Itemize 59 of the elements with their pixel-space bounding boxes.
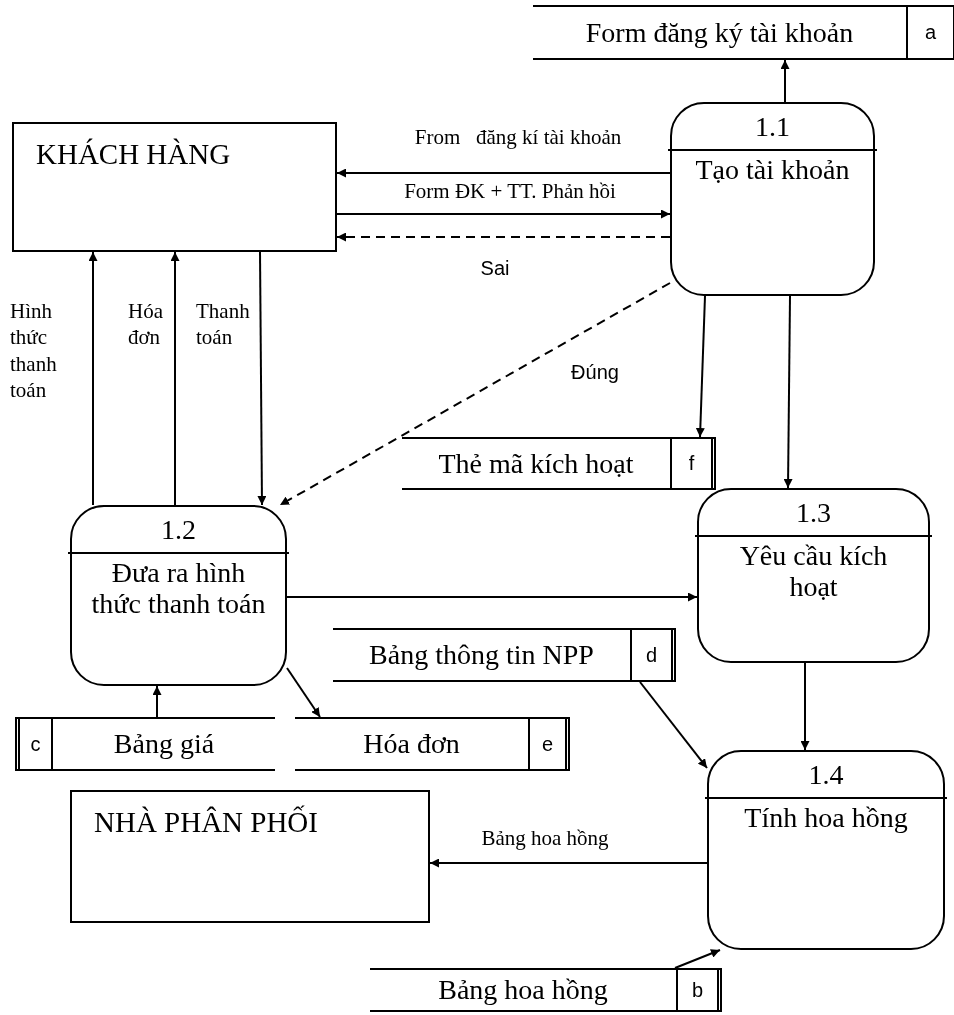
process-number: 1.4: [705, 752, 947, 799]
arrow: [336, 232, 671, 242]
data-store: [295, 717, 570, 771]
arrow: [257, 251, 267, 506]
arrow: [152, 685, 162, 718]
edge-label: Đúng: [570, 360, 620, 385]
data-store: [370, 968, 722, 1012]
arrow: [336, 168, 671, 178]
store-id: e: [528, 719, 570, 769]
process-number: 1.1: [668, 104, 877, 151]
data-store: [402, 437, 716, 490]
edge-label: Hóa đơn: [128, 298, 164, 351]
external-entity-box: [12, 122, 337, 252]
arrow: [279, 282, 671, 506]
store-id: c: [15, 719, 53, 769]
edge-label: Sai: [479, 256, 511, 281]
arrow: [286, 592, 698, 602]
store-name: Bảng thông tin NPP: [368, 638, 595, 672]
edge-label: Form ĐK + TT. Phản hồi: [403, 178, 617, 205]
arrow: [783, 295, 793, 489]
process-box: [697, 488, 930, 663]
data-store: [333, 628, 676, 682]
store-name: Bảng hoa hồng: [437, 973, 609, 1007]
process-name: Yêu cầu kích hoạt: [738, 538, 889, 603]
store-id: d: [630, 630, 676, 680]
store-id: a: [906, 7, 954, 58]
data-store: [15, 717, 275, 771]
edge-label: From đăng kí tài khoản: [413, 124, 623, 151]
process-number: 1.2: [68, 507, 289, 554]
arrow: [88, 251, 98, 506]
arrow: [695, 295, 706, 438]
process-name: Tính hoa hồng: [743, 800, 909, 834]
arrow: [674, 949, 721, 969]
process-box: [707, 750, 945, 950]
process-box: [670, 102, 875, 296]
process-number: 1.3: [695, 490, 932, 537]
arrow: [780, 59, 790, 103]
arrow: [429, 858, 708, 868]
store-name: Form đăng ký tài khoản: [584, 15, 855, 50]
store-id: f: [670, 439, 716, 488]
edge-label: Thanh toán: [196, 298, 251, 351]
external-entity-box: [70, 790, 430, 923]
arrow: [639, 681, 708, 769]
arrow: [170, 251, 180, 506]
process-name: Tạo tài khoản: [694, 152, 851, 186]
process-name: Đưa ra hình thức thanh toán: [90, 555, 267, 620]
store-name: Thẻ mã kích hoạt: [437, 446, 635, 481]
edge-label: Hình thức thanh toán: [10, 298, 58, 403]
arrow: [800, 662, 810, 751]
store-name: Hóa đơn: [362, 727, 461, 761]
entity-name: KHÁCH HÀNG: [36, 138, 231, 170]
data-store: [533, 5, 954, 60]
arrow: [336, 209, 671, 219]
process-box: [70, 505, 287, 686]
entity-name: NHÀ PHÂN PHỐI: [94, 806, 318, 838]
edge-label: Bảng hoa hồng: [480, 825, 610, 852]
store-id: b: [676, 970, 722, 1010]
arrow: [286, 667, 321, 718]
store-name: Bảng giá: [112, 727, 216, 761]
